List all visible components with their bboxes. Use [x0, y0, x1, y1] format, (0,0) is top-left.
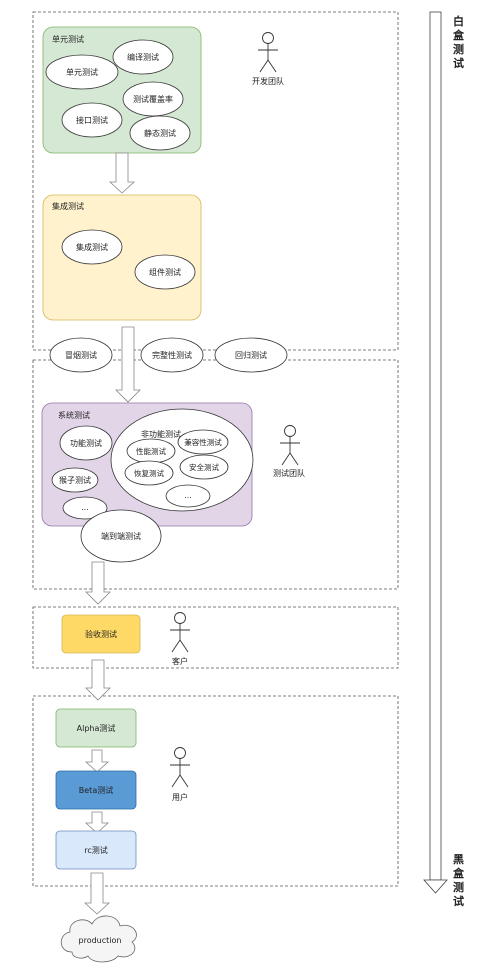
test-team-label: 测试团队 [273, 468, 305, 478]
unit-testing-node: 单元测试 [45, 54, 119, 90]
arrow-beta-to-rc [84, 811, 110, 834]
svg-text:安全测试: 安全测试 [189, 462, 219, 472]
coverage-testing-node: 测试覆盖率 [122, 81, 184, 117]
svg-text:...: ... [184, 491, 191, 500]
axis-arrow [423, 11, 448, 894]
static-testing-node: 静态测试 [129, 115, 191, 151]
svg-text:Beta测试: Beta测试 [79, 785, 113, 795]
arrow-rc-to-production [83, 872, 111, 915]
svg-text:性能测试: 性能测试 [136, 446, 166, 456]
non-functional-more-node: ... [165, 484, 211, 508]
system-group-label: 系统测试 [58, 410, 90, 420]
white-box-region [32, 11, 399, 351]
svg-text:端到端测试: 端到端测试 [101, 531, 141, 541]
axis-top-label: 白盒测试 [452, 14, 465, 70]
arrow-acceptance-to-alpha [85, 659, 111, 701]
performance-testing-node: 性能测试 [126, 438, 176, 464]
integrity-testing-node: 完整性测试 [140, 337, 204, 373]
rc-testing-box: rc测试 [55, 830, 137, 870]
svg-text:接口测试: 接口测试 [76, 115, 108, 125]
svg-text:编译测试: 编译测试 [127, 52, 159, 62]
svg-text:功能测试: 功能测试 [70, 438, 102, 448]
svg-text:集成测试: 集成测试 [76, 242, 108, 252]
non-functional-label: 非功能测试 [141, 429, 181, 439]
monkey-testing-node: 猴子测试 [51, 467, 99, 493]
unit-group-label: 单元测试 [52, 34, 84, 44]
interface-testing-node: 接口测试 [61, 102, 123, 138]
svg-text:验收测试: 验收测试 [85, 629, 117, 639]
test-team-actor-icon [280, 425, 300, 466]
compatibility-testing-node: 兼容性测试 [177, 429, 229, 455]
component-testing-node: 组件测试 [134, 254, 196, 290]
svg-text:单元测试: 单元测试 [66, 67, 98, 77]
svg-text:...: ... [81, 503, 88, 512]
system-more-node: ... [62, 496, 108, 520]
system-test-region [32, 359, 399, 590]
acceptance-region [32, 606, 399, 669]
acceptance-testing-box: 验收测试 [61, 614, 141, 654]
compile-testing-node: 编译测试 [112, 39, 174, 75]
integration-group-label: 集成测试 [52, 201, 84, 211]
user-label: 用户 [172, 792, 188, 802]
axis-bottom-label: 黑盒测试 [452, 853, 465, 908]
svg-text:完整性测试: 完整性测试 [152, 350, 192, 360]
release-region [32, 695, 399, 887]
recovery-testing-node: 恢复测试 [124, 460, 174, 486]
production-cloud: production [60, 915, 137, 963]
svg-text:rc测试: rc测试 [84, 845, 108, 855]
svg-text:Alpha测试: Alpha测试 [77, 723, 116, 733]
dev-team-actor-icon [258, 32, 278, 73]
user-actor-icon [170, 747, 190, 788]
integration-testing-node: 集成测试 [61, 229, 123, 265]
customer-actor-icon [170, 612, 190, 653]
svg-text:静态测试: 静态测试 [144, 128, 176, 138]
arrow-integration-to-system [115, 326, 141, 403]
svg-text:冒烟测试: 冒烟测试 [65, 350, 97, 360]
arrow-alpha-to-beta [84, 749, 110, 773]
customer-label: 客户 [172, 656, 188, 666]
svg-text:猴子测试: 猴子测试 [59, 475, 91, 485]
dev-team-label: 开发团队 [252, 76, 284, 86]
alpha-testing-box: Alpha测试 [55, 708, 137, 748]
svg-text:回归测试: 回归测试 [235, 350, 267, 360]
svg-text:兼容性测试: 兼容性测试 [184, 437, 222, 447]
svg-text:测试覆盖率: 测试覆盖率 [133, 94, 173, 104]
svg-text:production: production [79, 936, 122, 945]
arrow-system-to-acceptance [85, 561, 111, 605]
e2e-testing-node: 端到端测试 [80, 509, 162, 563]
smoke-testing-node: 冒烟测试 [49, 337, 113, 373]
regression-testing-node: 回归测试 [214, 337, 288, 373]
svg-text:组件测试: 组件测试 [149, 267, 181, 277]
functional-testing-node: 功能测试 [59, 425, 113, 461]
security-testing-node: 安全测试 [179, 454, 229, 480]
beta-testing-box: Beta测试 [55, 770, 137, 810]
svg-text:恢复测试: 恢复测试 [134, 468, 164, 478]
arrow-unit-to-integration [108, 152, 136, 194]
